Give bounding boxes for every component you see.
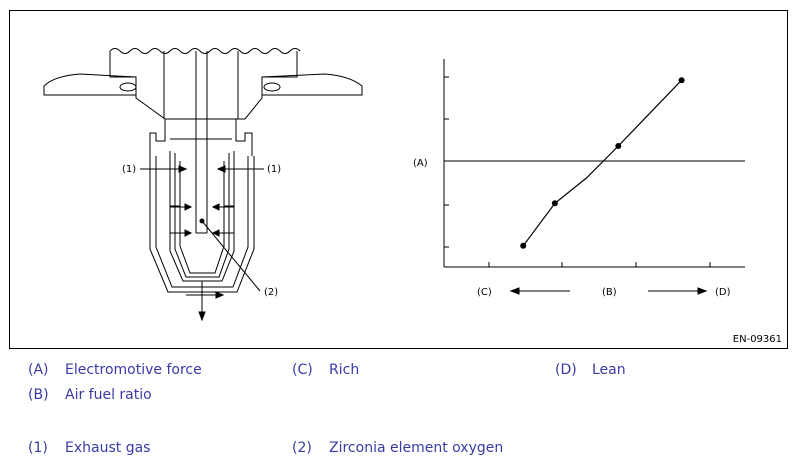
y-axis-label: (A) <box>413 158 428 169</box>
zirconia-element-callout: (2) <box>264 287 278 298</box>
sensor-hex-body <box>109 51 298 120</box>
emf-data-point <box>551 200 558 207</box>
ratio-label: (B) <box>602 287 617 298</box>
graph-axes <box>443 59 745 268</box>
legend-key: (1) <box>28 440 48 456</box>
sensor-cap-wave <box>109 48 301 54</box>
legend-key: (C) <box>292 362 313 378</box>
legend-text: Electromotive force <box>65 362 202 378</box>
direction-arrows <box>509 287 708 295</box>
legend-text: Zirconia element oxygen <box>329 440 504 456</box>
legend-item-c: (C) Rich <box>292 362 359 378</box>
oxygen-sensor-illustration <box>43 48 363 293</box>
legend-text: Lean <box>592 362 626 378</box>
legend-key: (2) <box>292 440 312 456</box>
legend-item-a: (A) Electromotive force <box>28 362 202 378</box>
graph-series <box>522 79 683 247</box>
legend-text: Exhaust gas <box>65 440 151 456</box>
figure-frame: (1) (1) (2) (A) (C) (B) (D) EN- <box>9 10 788 349</box>
legend-item-d: (D) Lean <box>555 362 626 378</box>
legend-text: Rich <box>329 362 360 378</box>
rich-label: (C) <box>477 287 492 298</box>
legend-text: Air fuel ratio <box>65 387 152 403</box>
legend-item-1: (1) Exhaust gas <box>28 440 150 456</box>
emf-data-point <box>520 242 527 249</box>
left-flange <box>43 73 137 96</box>
emf-curve-line <box>522 79 683 247</box>
exhaust-gas-callout-left: (1) <box>122 164 136 175</box>
legend-item-b: (B) Air fuel ratio <box>28 387 152 403</box>
emf-data-point <box>615 143 622 149</box>
right-flange <box>261 73 363 96</box>
figure-drawing: (1) (1) (2) (A) (C) (B) (D) <box>43 48 745 322</box>
lean-label: (D) <box>715 287 731 298</box>
left-flange-hole <box>119 82 137 92</box>
emf-data-point <box>678 77 685 84</box>
emf-curve-points <box>520 77 685 249</box>
right-flange-hole <box>263 82 281 92</box>
legend-key: (D) <box>555 362 577 378</box>
legend-key: (B) <box>28 387 49 403</box>
sensor-flow-arrows <box>140 165 264 322</box>
legend-key: (A) <box>28 362 49 378</box>
legend-item-2: (2) Zirconia element oxygen <box>292 440 503 456</box>
exhaust-gas-callout-right: (1) <box>267 164 281 175</box>
figure-id: EN-09361 <box>732 334 782 345</box>
